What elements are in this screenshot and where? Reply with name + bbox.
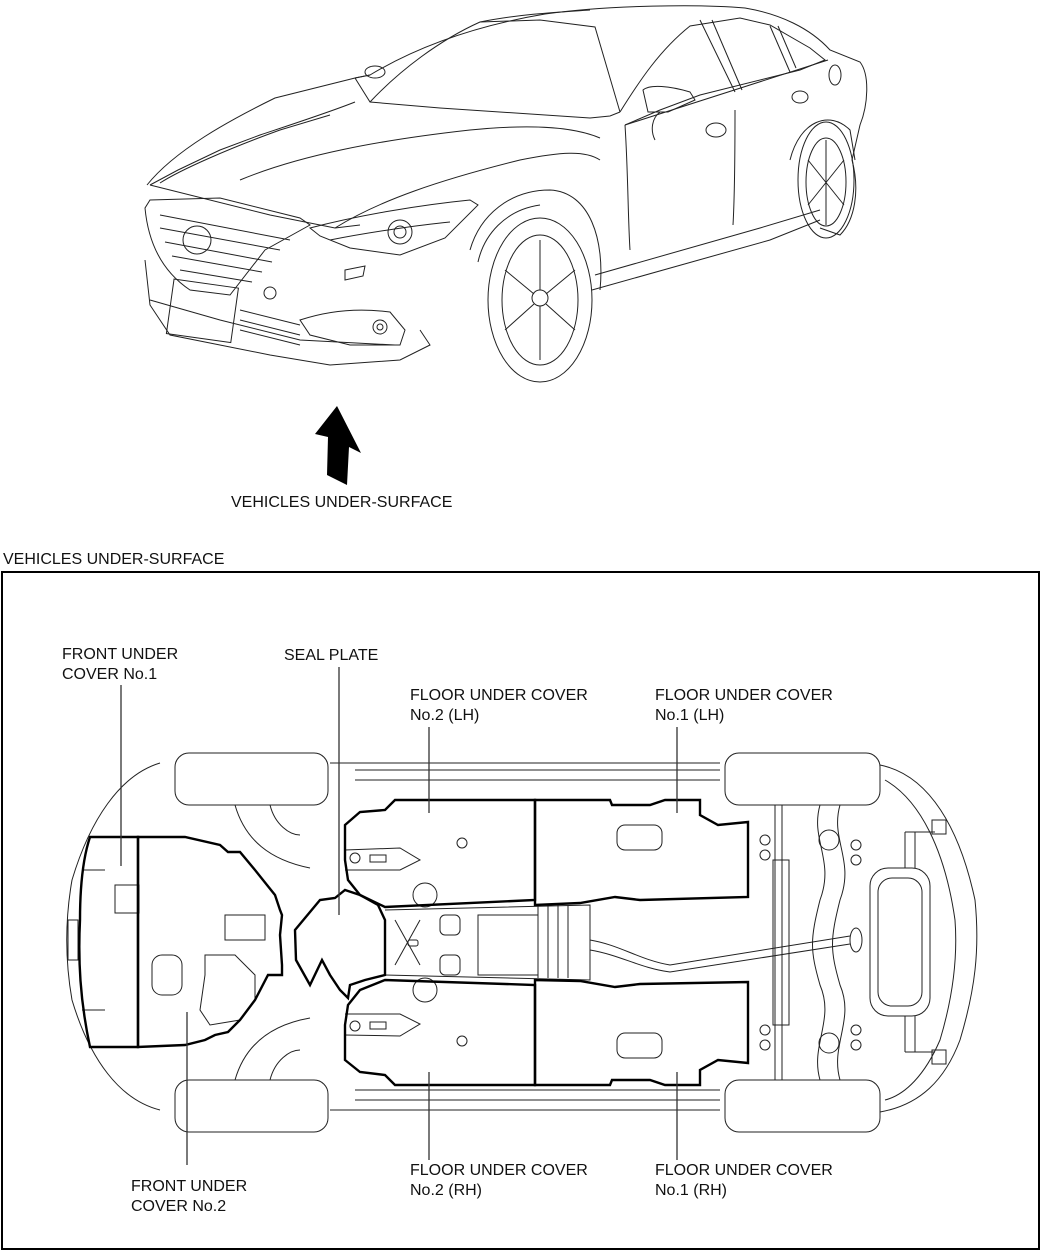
callout-line: FLOOR UNDER COVER — [410, 1162, 588, 1179]
callout-seal-plate: SEAL PLATE — [284, 646, 378, 666]
callout-floor-under-cover-no2-lh: FLOOR UNDER COVER No.2 (LH) — [410, 686, 588, 726]
floor-under-cover-no2-lh-outline — [343, 798, 537, 909]
underbody-frame — [1, 571, 1040, 1250]
floor-under-cover-no1-lh-outline — [533, 798, 750, 907]
callout-line: No.1 (LH) — [655, 707, 725, 724]
callout-floor-under-cover-no1-lh: FLOOR UNDER COVER No.1 (LH) — [655, 686, 833, 726]
seal-plate-outline — [293, 888, 387, 1001]
callout-front-under-cover-no2: FRONT UNDER COVER No.2 — [131, 1177, 247, 1217]
callout-line: FLOOR UNDER COVER — [655, 1162, 833, 1179]
callout-line: FRONT UNDER — [62, 646, 179, 663]
callout-line: COVER No.1 — [62, 666, 158, 683]
floor-under-cover-no2-rh-outline — [343, 978, 537, 1087]
callout-line: SEAL PLATE — [284, 647, 379, 664]
arrow-label-text: VEHICLES UNDER-SURFACE — [231, 494, 453, 511]
underbody-title: VEHICLES UNDER-SURFACE — [3, 550, 224, 570]
callout-line: No.2 (RH) — [410, 1182, 483, 1199]
callout-line: COVER No.2 — [131, 1198, 227, 1215]
callout-floor-under-cover-no2-rh: FLOOR UNDER COVER No.2 (RH) — [410, 1161, 588, 1201]
callout-line: No.2 (LH) — [410, 707, 480, 724]
arrow-label: VEHICLES UNDER-SURFACE — [231, 493, 452, 513]
callout-floor-under-cover-no1-rh: FLOOR UNDER COVER No.1 (RH) — [655, 1161, 833, 1201]
car-illustration — [144, 5, 868, 383]
callout-front-under-cover-no1: FRONT UNDER COVER No.1 — [62, 645, 178, 685]
front-under-cover-no1-outline — [78, 835, 140, 1049]
callout-line: FRONT UNDER — [131, 1178, 248, 1195]
floor-under-cover-no1-rh-outline — [533, 978, 750, 1087]
callout-line: No.1 (RH) — [655, 1182, 728, 1199]
callout-line: FLOOR UNDER COVER — [410, 687, 588, 704]
front-under-cover-no2-outline — [136, 835, 284, 1049]
underbody-title-text: VEHICLES UNDER-SURFACE — [3, 551, 225, 568]
callout-line: FLOOR UNDER COVER — [655, 687, 833, 704]
